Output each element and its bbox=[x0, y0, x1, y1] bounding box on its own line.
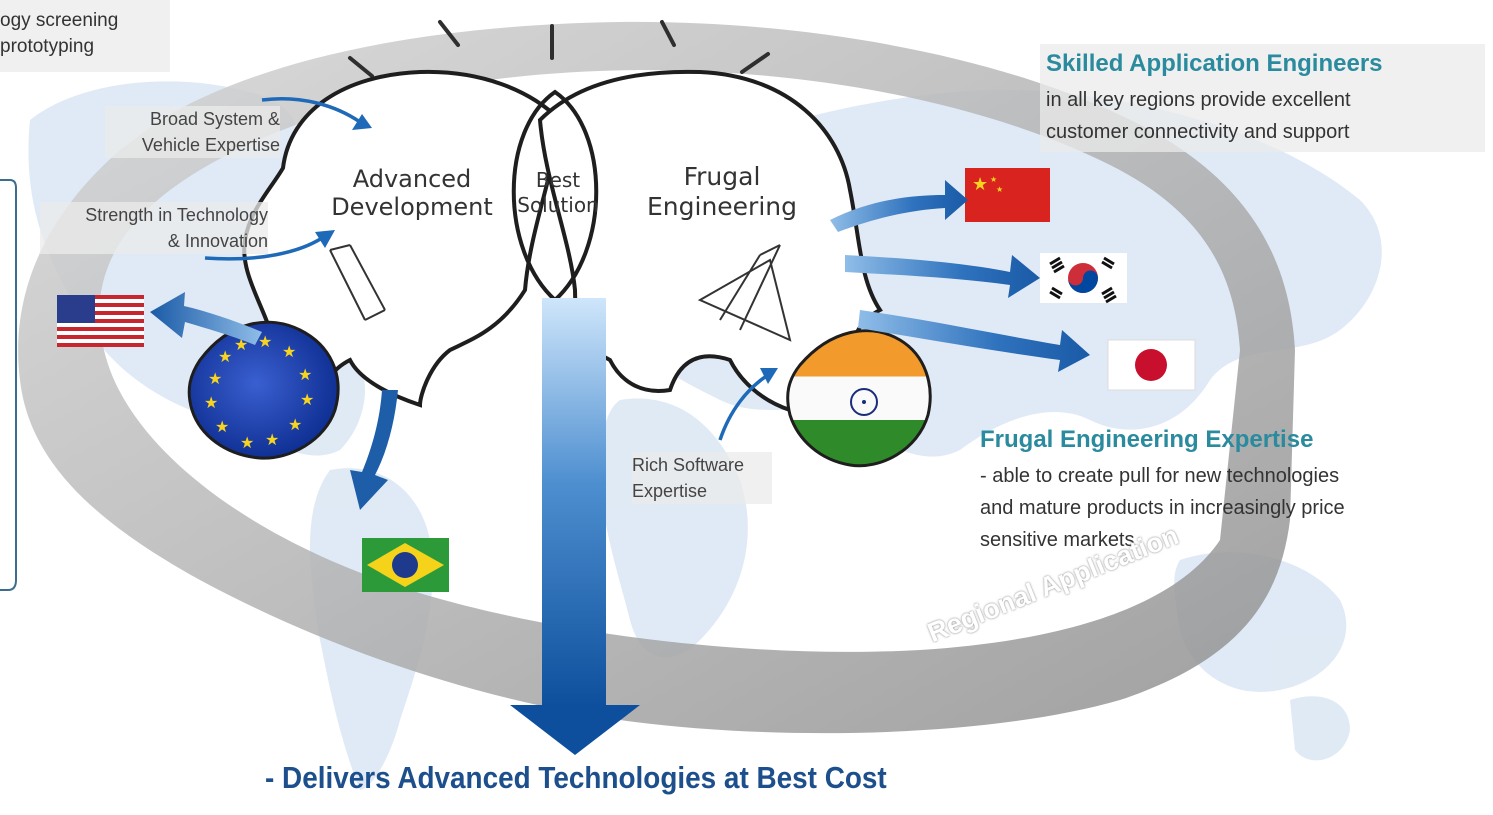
pointer-arrowhead-strength bbox=[315, 230, 335, 248]
svg-text:★: ★ bbox=[208, 369, 222, 388]
frugal-line3: sensitive markets bbox=[980, 529, 1135, 551]
svg-text:★: ★ bbox=[258, 332, 272, 351]
svg-text:★: ★ bbox=[996, 185, 1003, 194]
frugal-expertise-panel: Frugal Engineering Expertise - able to c… bbox=[975, 422, 1475, 562]
rich-software-line1: Rich Software bbox=[632, 455, 745, 475]
pointer-arrowhead-software bbox=[760, 368, 778, 384]
bottom-headline: - Delivers Advanced Technologies at Best… bbox=[265, 760, 887, 795]
bulb-left-line2: Development bbox=[331, 193, 493, 221]
skilled-line1: in all key regions provide excellent bbox=[1046, 89, 1351, 111]
frugal-heading: Frugal Engineering Expertise bbox=[980, 426, 1314, 453]
bulb-right-line1: Frugal bbox=[683, 162, 761, 191]
broad-line1: Broad System & bbox=[149, 109, 280, 129]
korea-flag bbox=[1040, 253, 1127, 304]
broad-line2: Vehicle Expertise bbox=[141, 135, 280, 155]
bulb-left-line1: Advanced bbox=[352, 165, 472, 193]
svg-text:★: ★ bbox=[215, 417, 229, 436]
usa-flag bbox=[57, 295, 144, 347]
svg-text:★: ★ bbox=[265, 430, 279, 449]
corner-line2: prototyping bbox=[0, 36, 95, 57]
svg-text:★: ★ bbox=[282, 342, 296, 361]
corner-pane bbox=[0, 0, 170, 72]
bulb-right-line2: Engineering bbox=[647, 192, 797, 221]
frugal-line1: - able to create pull for new technologi… bbox=[980, 465, 1340, 487]
skilled-heading: Skilled Application Engineers bbox=[1046, 50, 1383, 77]
bulb-center-text: Best Solution bbox=[506, 168, 610, 218]
arrow-to-japan bbox=[858, 310, 1090, 372]
brazil-flag bbox=[362, 538, 449, 592]
eu-flag: ★★★ ★★★ ★★★ ★★★ bbox=[187, 320, 340, 460]
skilled-panel: Skilled Application Engineers in all key… bbox=[1040, 44, 1485, 152]
bulb-left-text: Advanced Development bbox=[322, 165, 502, 221]
pointer-arrowhead-broad bbox=[352, 114, 372, 130]
strength-line1: Strength in Technology bbox=[85, 205, 268, 225]
bulb-right-text: Frugal Engineering bbox=[632, 162, 812, 222]
svg-text:★: ★ bbox=[218, 347, 232, 366]
svg-text:★: ★ bbox=[990, 175, 997, 184]
rich-software-label: Rich Software Expertise bbox=[632, 452, 772, 504]
corner-line1: ogy screening bbox=[0, 10, 119, 31]
india-flag bbox=[786, 329, 932, 468]
light-rays bbox=[348, 20, 770, 78]
svg-text:★: ★ bbox=[288, 415, 302, 434]
china-flag: ★ ★ ★ bbox=[965, 168, 1050, 222]
arrow-to-korea bbox=[845, 255, 1040, 298]
strength-label: Strength in Technology & Innovation bbox=[40, 202, 268, 254]
rich-software-line2: Expertise bbox=[632, 481, 708, 501]
pointer-arrow-software bbox=[718, 373, 769, 441]
arrow-to-usa bbox=[150, 292, 262, 345]
pointer-arrow-strength bbox=[204, 236, 323, 261]
broad-system-label: Broad System & Vehicle Expertise bbox=[105, 106, 280, 158]
regional-ring bbox=[18, 21, 1296, 734]
arrow-to-brazil bbox=[350, 390, 398, 510]
svg-text:★: ★ bbox=[300, 390, 314, 409]
japan-flag bbox=[1107, 339, 1196, 391]
corner-text: ogy screening prototyping bbox=[0, 8, 160, 60]
strength-line2: & Innovation bbox=[167, 231, 268, 251]
frugal-line2: and mature products in increasingly pric… bbox=[980, 497, 1345, 519]
bulb-center-line1: Best bbox=[535, 168, 581, 192]
down-arrow bbox=[510, 298, 640, 755]
svg-text:★: ★ bbox=[204, 393, 218, 412]
skilled-line2: customer connectivity and support bbox=[1046, 121, 1350, 143]
bulb-center-line2: Solution bbox=[517, 193, 599, 217]
arrow-to-china bbox=[830, 180, 968, 232]
svg-text:★: ★ bbox=[298, 365, 312, 384]
svg-text:★: ★ bbox=[972, 174, 988, 195]
pointer-arrow-broad bbox=[261, 96, 361, 124]
left-panel-edge bbox=[0, 179, 17, 591]
left-bulb bbox=[242, 69, 563, 408]
svg-text:★: ★ bbox=[240, 433, 254, 452]
